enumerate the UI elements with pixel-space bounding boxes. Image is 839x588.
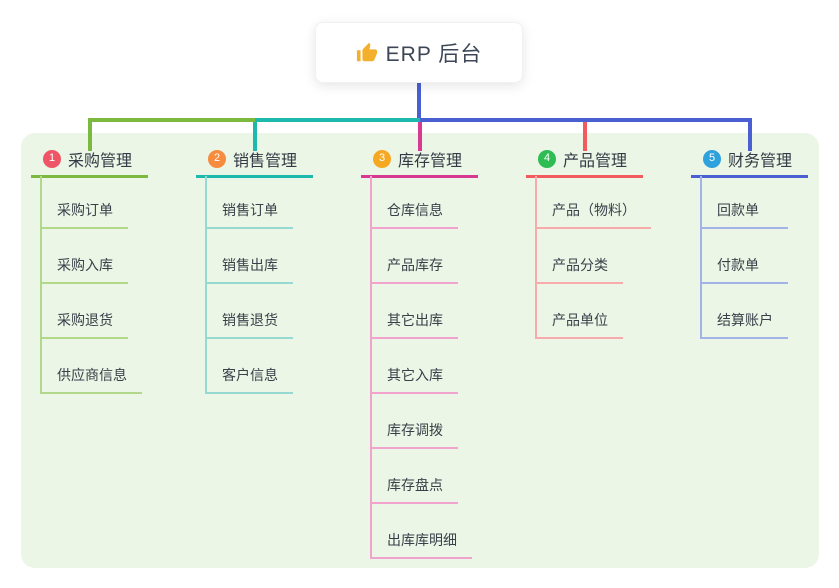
child-node-3-7[interactable]: 出库库明细 xyxy=(370,504,472,559)
branch-children-connector-3 xyxy=(370,176,372,559)
child-node-label-1-4: 供应商信息 xyxy=(57,367,127,383)
child-node-label-1-1: 采购订单 xyxy=(57,202,113,218)
child-node-label-2-2: 销售出库 xyxy=(222,257,278,273)
child-node-1-3[interactable]: 采购退货 xyxy=(40,284,128,339)
branch-node-1[interactable]: 1 采购管理 xyxy=(31,146,148,178)
child-node-4-1[interactable]: 产品（物料） xyxy=(535,174,651,229)
branch-children-2: 销售订单销售出库销售退货客户信息 xyxy=(205,174,293,394)
child-node-label-3-7: 出库库明细 xyxy=(387,532,457,548)
root-node[interactable]: ERP 后台 xyxy=(315,22,523,83)
child-node-label-4-1: 产品（物料） xyxy=(552,202,636,218)
child-node-label-5-2: 付款单 xyxy=(717,257,759,273)
root-node-label: ERP 后台 xyxy=(385,42,483,66)
branch-node-3[interactable]: 3 库存管理 xyxy=(361,146,478,178)
branch-badge-4: 4 xyxy=(538,149,556,168)
branch-children-4: 产品（物料） 产品分类产品单位 xyxy=(535,174,651,339)
branch-drop-2 xyxy=(252,122,257,151)
branch-children-1: 采购订单采购入库采购退货供应商信息 xyxy=(40,174,142,394)
child-node-label-1-2: 采购入库 xyxy=(57,257,113,273)
child-node-3-3[interactable]: 其它出库 xyxy=(370,284,458,339)
branches-background-panel xyxy=(21,133,819,568)
child-node-label-3-1: 仓库信息 xyxy=(387,202,443,218)
child-node-2-1[interactable]: 销售订单 xyxy=(205,174,293,229)
branch-children-3: 仓库信息产品库存其它出库其它入库库存调拨库存盘点出库库明细 xyxy=(370,174,472,559)
child-node-label-3-4: 其它入库 xyxy=(387,367,443,383)
child-node-label-4-2: 产品分类 xyxy=(552,257,608,273)
branch-label-1: 采购管理 xyxy=(68,152,133,170)
child-node-3-1[interactable]: 仓库信息 xyxy=(370,174,458,229)
bus-segment-right xyxy=(419,118,752,122)
thumbs-up-icon xyxy=(356,42,378,64)
branch-5: 5 财务管理回款单付款单结算账户 xyxy=(691,146,808,339)
child-node-2-2[interactable]: 销售出库 xyxy=(205,229,293,284)
child-node-1-4[interactable]: 供应商信息 xyxy=(40,339,142,394)
child-node-4-3[interactable]: 产品单位 xyxy=(535,284,623,339)
child-node-3-5[interactable]: 库存调拨 xyxy=(370,394,458,449)
branch-node-4[interactable]: 4 产品管理 xyxy=(526,146,643,178)
branch-2: 2 销售管理销售订单销售出库销售退货客户信息 xyxy=(196,146,313,394)
branch-label-4: 产品管理 xyxy=(563,152,628,170)
branch-4: 4 产品管理产品（物料） 产品分类产品单位 xyxy=(526,146,651,339)
child-node-label-3-3: 其它出库 xyxy=(387,312,443,328)
child-node-4-2[interactable]: 产品分类 xyxy=(535,229,623,284)
child-node-5-3[interactable]: 结算账户 xyxy=(700,284,788,339)
child-node-3-4[interactable]: 其它入库 xyxy=(370,339,458,394)
bus-segment-left xyxy=(87,118,255,122)
root-connector-line xyxy=(417,83,421,122)
branch-drop-3 xyxy=(417,122,422,151)
branch-1: 1 采购管理采购订单采购入库采购退货供应商信息 xyxy=(31,146,148,394)
child-node-2-3[interactable]: 销售退货 xyxy=(205,284,293,339)
branch-children-connector-4 xyxy=(535,176,537,339)
child-node-2-4[interactable]: 客户信息 xyxy=(205,339,293,394)
branch-badge-3: 3 xyxy=(373,149,391,168)
child-node-label-5-1: 回款单 xyxy=(717,202,759,218)
branch-children-connector-2 xyxy=(205,176,207,394)
branch-children-connector-5 xyxy=(700,176,702,339)
branch-children-connector-1 xyxy=(40,176,42,394)
child-node-label-1-3: 采购退货 xyxy=(57,312,113,328)
branch-label-5: 财务管理 xyxy=(728,152,793,170)
child-node-3-2[interactable]: 产品库存 xyxy=(370,229,458,284)
child-node-5-2[interactable]: 付款单 xyxy=(700,229,788,284)
child-node-5-1[interactable]: 回款单 xyxy=(700,174,788,229)
child-node-1-2[interactable]: 采购入库 xyxy=(40,229,128,284)
branch-badge-1: 1 xyxy=(43,149,61,168)
child-node-label-3-6: 库存盘点 xyxy=(387,477,443,493)
child-node-label-3-5: 库存调拨 xyxy=(387,422,443,438)
branch-badge-2: 2 xyxy=(208,149,226,168)
branch-drop-5 xyxy=(747,122,752,151)
bus-segment-middle xyxy=(254,118,420,122)
branch-label-2: 销售管理 xyxy=(233,152,298,170)
branch-label-3: 库存管理 xyxy=(398,152,463,170)
branch-drop-1 xyxy=(87,122,92,151)
child-node-1-1[interactable]: 采购订单 xyxy=(40,174,128,229)
child-node-3-6[interactable]: 库存盘点 xyxy=(370,449,458,504)
child-node-label-5-3: 结算账户 xyxy=(717,312,773,328)
branch-node-5[interactable]: 5 财务管理 xyxy=(691,146,808,178)
child-node-label-4-3: 产品单位 xyxy=(552,312,608,328)
branch-children-5: 回款单付款单结算账户 xyxy=(700,174,788,339)
child-node-label-2-1: 销售订单 xyxy=(222,202,278,218)
branch-node-2[interactable]: 2 销售管理 xyxy=(196,146,313,178)
branch-3: 3 库存管理仓库信息产品库存其它出库其它入库库存调拨库存盘点出库库明细 xyxy=(361,146,478,559)
child-node-label-2-4: 客户信息 xyxy=(222,367,278,383)
child-node-label-2-3: 销售退货 xyxy=(222,312,278,328)
child-node-label-3-2: 产品库存 xyxy=(387,257,443,273)
branch-drop-4 xyxy=(582,122,587,151)
branch-badge-5: 5 xyxy=(703,149,721,168)
